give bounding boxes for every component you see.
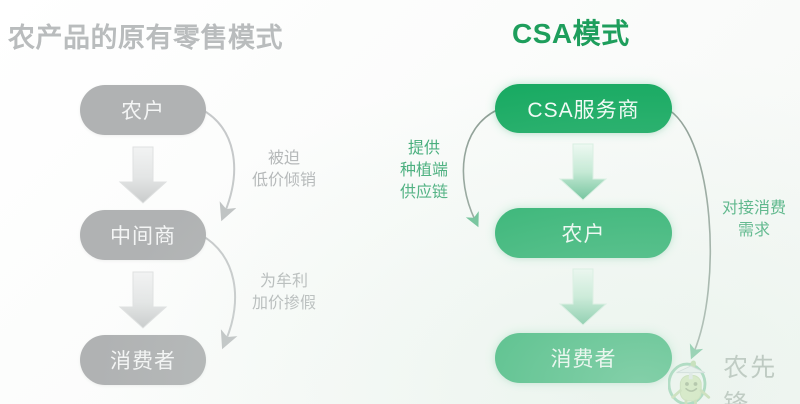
node-farmer-old[interactable]: 农户 <box>80 85 206 135</box>
annotation-line: 对接消费 <box>721 200 786 217</box>
down-arrow-right-2 <box>558 268 608 326</box>
annotation-line: 种植端 <box>399 162 448 179</box>
node-csa-provider[interactable]: CSA服务商 <box>495 84 672 133</box>
curved-arrow-right-2 <box>668 109 712 360</box>
watermark-text: 农先锋 <box>723 353 778 404</box>
mascot-icon <box>668 360 711 404</box>
left-flow-title: 农产品的原有零售模式 <box>8 23 283 53</box>
node-label: CSA服务商 <box>527 98 640 122</box>
down-arrow-left-1 <box>118 146 168 204</box>
annotation-line: 提供 <box>407 140 440 157</box>
curved-arrow-right-1 <box>462 109 498 228</box>
node-label: 消费者 <box>110 350 176 373</box>
right-flow-title: CSA模式 <box>512 18 630 49</box>
down-arrow-right-1 <box>558 143 608 201</box>
watermark: 农先锋 <box>668 348 800 404</box>
down-arrow-left-2 <box>118 271 168 329</box>
node-label: 农户 <box>121 100 165 123</box>
annotation-consumer-demand: 对接消费 需求 <box>712 198 796 242</box>
annotation-line: 低价倾销 <box>251 172 316 189</box>
node-label: 消费者 <box>550 348 617 371</box>
node-label: 中间商 <box>110 225 176 248</box>
annotation-forced-dumping: 被迫 低价倾销 <box>243 148 325 192</box>
curved-arrow-left-2 <box>200 234 238 350</box>
annotation-line: 供应链 <box>399 184 448 201</box>
node-middleman[interactable]: 中间商 <box>80 210 206 260</box>
curved-arrow-left-1 <box>200 108 237 222</box>
annotation-line: 加价掺假 <box>251 295 316 312</box>
annotation-line: 需求 <box>737 222 770 239</box>
node-farmer-csa[interactable]: 农户 <box>495 208 672 258</box>
annotation-supply-chain: 提供 种植端 供应链 <box>390 138 458 204</box>
annotation-line: 为牟利 <box>259 273 308 290</box>
annotation-profit-adulteration: 为牟利 加价掺假 <box>243 271 325 315</box>
annotation-line: 被迫 <box>267 150 300 167</box>
node-consumer-old[interactable]: 消费者 <box>80 335 206 385</box>
node-consumer-csa[interactable]: 消费者 <box>495 333 672 383</box>
node-label: 农户 <box>561 223 606 246</box>
